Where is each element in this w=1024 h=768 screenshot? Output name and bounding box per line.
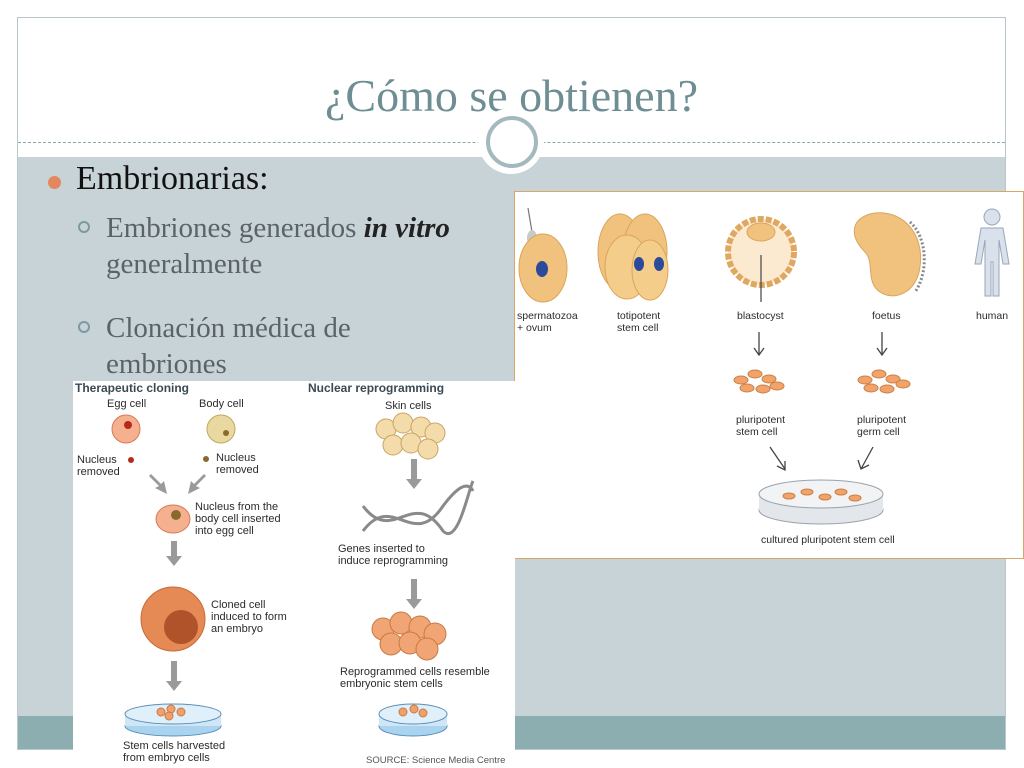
skin-cells-icon [375,412,446,460]
label-source: SOURCE: Science Media Centre [366,755,506,766]
sub1-italic: in vitro [363,212,450,244]
cloned-embryo-icon [140,586,206,652]
label-spermatozoa: spermatozoa [517,310,578,322]
label-reprog-2: embryonic stem cells [340,678,443,690]
sub1-text-b: generalmente [106,248,263,280]
label-body-cell: Body cell [199,398,244,410]
label-nucleus-removed-a: Nucleus [77,454,117,466]
pluripotent-stem-cluster [733,369,785,394]
cloning-diagram [111,412,475,737]
label-pluri-stem: pluripotent [736,414,786,426]
removed-nucleus-red [128,457,134,463]
sub-bullet-icon [78,321,90,333]
petri-dish-left-icon [124,703,222,737]
label-cloned-3: an embryo [211,623,263,635]
pluripotent-germ-cluster [857,369,911,394]
reprogrammed-cells-icon [371,611,447,661]
flow-arrows [753,332,888,472]
ovum-illustration [518,207,568,303]
label-genes-2: induce reprogramming [338,555,449,567]
label-pluri-stem-2: stem cell [736,426,778,438]
label-skin-cells: Skin cells [385,400,432,412]
label-stem-harvest-2: from embryo cells [123,752,210,764]
label-nucleus-removed-b: Nucleus [216,452,256,464]
human-silhouette-icon [974,208,1010,297]
label-pluri-germ-2: germ cell [857,426,900,438]
foetus-illustration [853,212,926,297]
sub1-text-a: Embriones generados [106,212,364,244]
label-cloned-2: induced to form [211,611,287,623]
egg-cell-icon [111,414,141,444]
label-ovum: + ovum [517,322,552,334]
label-blastocyst: blastocyst [737,310,784,322]
sub-bullet-1: Embriones generados in vitro generalment… [106,210,466,282]
dna-helix-icon [361,480,475,536]
label-nucleus-removed-a2: removed [77,466,120,478]
label-totipotent-2: stem cell [617,322,659,334]
label-nucleus-from-3: into egg cell [195,525,254,537]
sub-bullet-icon [78,221,90,233]
label-reprog-1: Reprogrammed cells resemble [340,666,490,678]
bullet-main: Embrionarias: [76,160,269,197]
label-cloned-1: Cloned cell [211,599,266,611]
label-genes-1: Genes inserted to [338,543,425,555]
removed-nucleus-brown [203,456,209,462]
petri-dish-right-icon [378,703,448,737]
therapeutic-cloning-title: Therapeutic cloning [75,381,190,395]
totipotent-illustration [597,213,669,301]
label-pluri-germ: pluripotent [857,414,907,426]
label-nucleus-removed-b2: removed [216,464,259,476]
label-human: human [976,310,1009,322]
label-nucleus-from-2: body cell inserted [195,513,281,525]
decorative-ring-icon [486,116,538,168]
nuclear-reprogramming-title: Nuclear reprogramming [308,381,445,395]
sub-bullet-2: Clonación médica de embriones [106,312,351,380]
label-totipotent: totipotent [617,310,661,322]
label-egg-cell: Egg cell [107,398,147,410]
label-foetus: foetus [872,310,901,322]
stem-cell-figure-right: spermatozoa + ovum totipotent stem cell … [514,191,1024,559]
label-cultured: cultured pluripotent stem cell [761,534,895,546]
blastocyst-illustration [725,216,797,302]
gray-arrows [149,459,422,691]
label-nucleus-from-1: Nucleus from the [195,501,279,513]
cloning-figure-left: Therapeutic cloning Nuclear reprogrammin… [73,381,515,768]
stem-cell-origin-diagram [518,207,1010,525]
petri-dish-icon [758,479,884,525]
bullet-dot-icon [48,176,61,189]
label-stem-harvest-1: Stem cells harvested [123,740,226,752]
fused-cell-icon [155,504,191,534]
body-cell-icon [206,414,236,444]
